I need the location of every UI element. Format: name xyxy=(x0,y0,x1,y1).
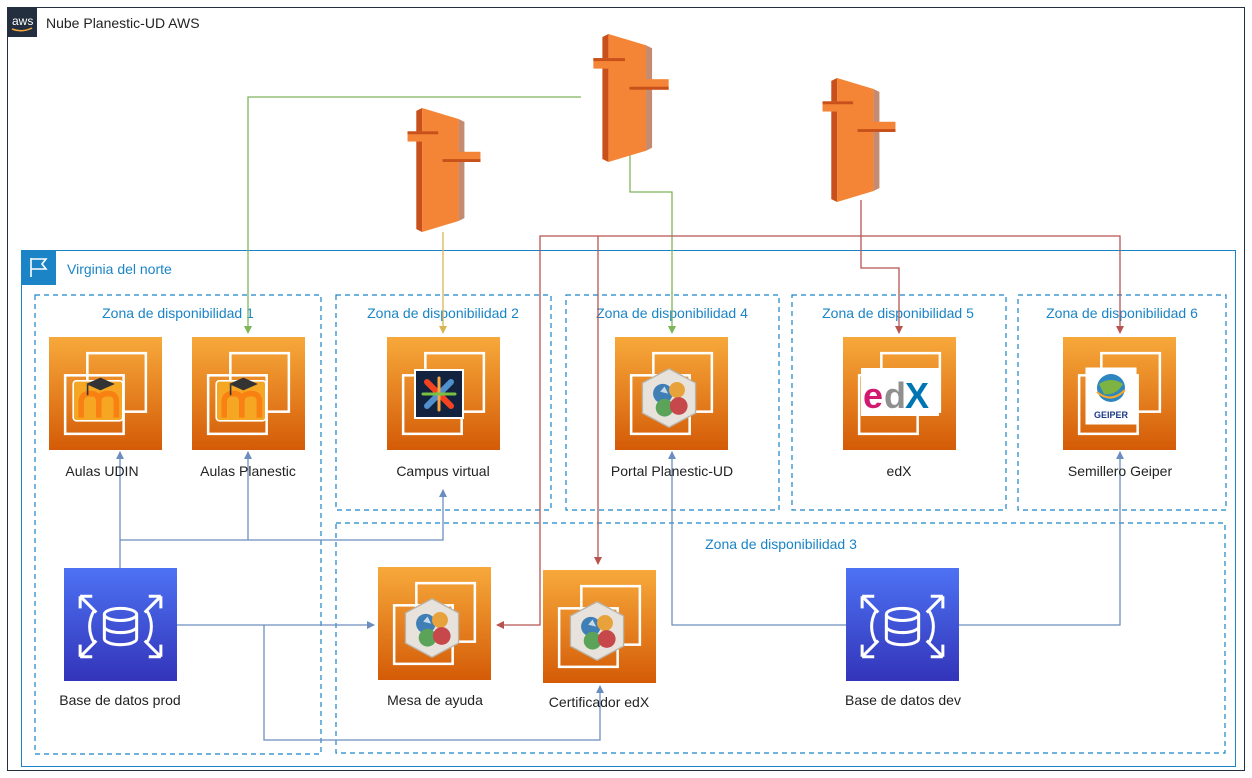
database-label: Base de datos dev xyxy=(845,692,961,708)
cloud-border xyxy=(7,7,1245,771)
globe-ring-icon xyxy=(1096,389,1126,399)
globe-land-icon xyxy=(1099,380,1123,395)
red-arrow-mesa xyxy=(496,235,861,629)
region-title: Virginia del norte xyxy=(67,261,172,277)
edx-logo-d: d xyxy=(884,375,906,416)
aws-logo-text: aws xyxy=(12,14,33,28)
service-label: Mesa de ayuda xyxy=(387,692,483,708)
green-arrow-aulas-planestic xyxy=(244,96,581,334)
service-aulas-udin[interactable]: Aulas UDIN xyxy=(49,337,162,479)
region-badge xyxy=(21,250,56,285)
blue-arrow-certificador xyxy=(263,625,604,741)
joomla-mark-icon xyxy=(421,376,457,412)
aws-logo xyxy=(7,7,37,37)
aws-smile-icon xyxy=(11,27,33,32)
database-icon xyxy=(846,568,959,681)
aws-cloud-group: aws Nube Planestic-UD AWS xyxy=(7,7,1245,771)
red-arrow-edx xyxy=(860,200,903,334)
zone-1-box xyxy=(34,294,322,755)
service-certificador-edx[interactable]: Certificador edX xyxy=(543,570,656,710)
service-aulas-planestic[interactable]: Aulas Planestic xyxy=(192,337,305,479)
zone-5-label: Zona de disponibilidad 5 xyxy=(822,305,974,321)
service-label: Portal Planestic-UD xyxy=(611,463,733,479)
service-portal-planestic[interactable]: Portal Planestic-UD xyxy=(611,337,733,479)
service-label: edX xyxy=(887,463,913,479)
service-mesa-de-ayuda[interactable]: Mesa de ayuda xyxy=(378,567,491,708)
service-campus-virtual[interactable]: Campus virtual xyxy=(387,337,500,479)
moodle-logo-icon xyxy=(73,378,123,421)
route53-tower-right-icon xyxy=(822,78,896,202)
cloud-title: Nube Planestic-UD AWS xyxy=(46,15,200,31)
database-prod[interactable]: Base de datos prod xyxy=(59,568,181,708)
zone-3-box xyxy=(335,522,1226,754)
region-group: Virginia del norte xyxy=(21,250,1236,767)
geiper-logo-text: GEIPER xyxy=(1094,410,1129,420)
database-dev[interactable]: Base de datos dev xyxy=(845,568,961,708)
connectors xyxy=(116,96,1124,741)
zone-6-box xyxy=(1017,294,1227,511)
red-arrow-semillero xyxy=(861,235,1124,334)
zone-1-label: Zona de disponibilidad 1 xyxy=(102,305,254,321)
service-edx[interactable]: e d X edX xyxy=(843,337,956,479)
database-icon xyxy=(64,568,177,681)
service-label: Aulas UDIN xyxy=(65,463,138,479)
service-label: Campus virtual xyxy=(396,463,489,479)
zone-6-label: Zona de disponibilidad 6 xyxy=(1046,305,1198,321)
route53-tower-left-icon xyxy=(407,108,481,232)
zone-3-label: Zona de disponibilidad 3 xyxy=(705,536,857,552)
route53-tower-middle-icon xyxy=(593,34,669,162)
edx-logo-icon xyxy=(861,368,939,416)
moodle-logo-icon xyxy=(216,378,266,421)
service-label: Aulas Planestic xyxy=(200,463,296,479)
green-arrow-portal xyxy=(629,150,676,334)
flag-icon xyxy=(30,258,48,277)
edx-logo-e: e xyxy=(863,375,883,416)
blue-arrow-portal xyxy=(668,451,847,626)
service-label: Certificador edX xyxy=(549,694,650,710)
blue-arrow-semillero xyxy=(958,451,1124,626)
service-semillero-geiper[interactable]: GEIPER Semillero Geiper xyxy=(1063,337,1176,479)
service-label: Semillero Geiper xyxy=(1068,463,1173,479)
region-border xyxy=(21,250,1236,767)
database-label: Base de datos prod xyxy=(59,692,180,708)
edx-logo-x: X xyxy=(905,375,929,416)
blue-arrow-campus xyxy=(248,489,447,541)
zone-5-box xyxy=(791,294,1007,511)
